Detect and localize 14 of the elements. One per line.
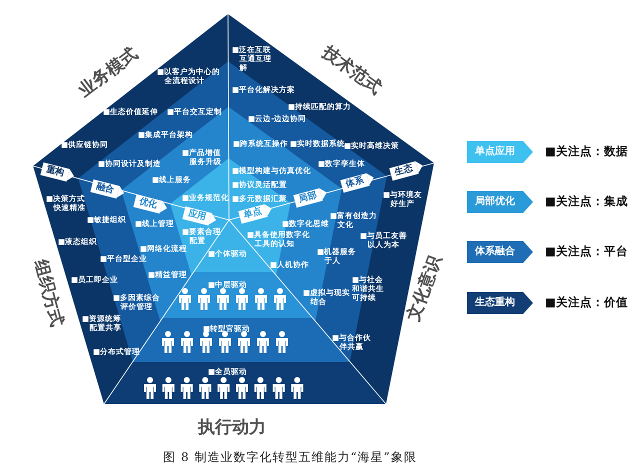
- focus-note: ■关注点：价值: [545, 295, 628, 310]
- stage-tag: 体系融合: [467, 241, 533, 263]
- dimension-title: 技术范式: [318, 41, 386, 100]
- dimension-title: 文化意识: [402, 252, 446, 324]
- focus-note: ■关注点：平台: [545, 244, 628, 259]
- figure-caption: 图 8 制造业数字化转型五维能力“海星”象限: [163, 449, 417, 466]
- stage-tag: 单点应用: [467, 141, 533, 163]
- dimension-title: 执行动力: [198, 416, 266, 438]
- focus-note: ■关注点：数据: [545, 144, 628, 159]
- dimension-title: 业务模式: [74, 42, 142, 102]
- focus-note: ■关注点：集成: [545, 194, 628, 209]
- stage-tag: 生态重构: [467, 292, 533, 314]
- stage-tag: 局部优化: [467, 191, 533, 213]
- dimension-title: 组织方式: [29, 257, 68, 329]
